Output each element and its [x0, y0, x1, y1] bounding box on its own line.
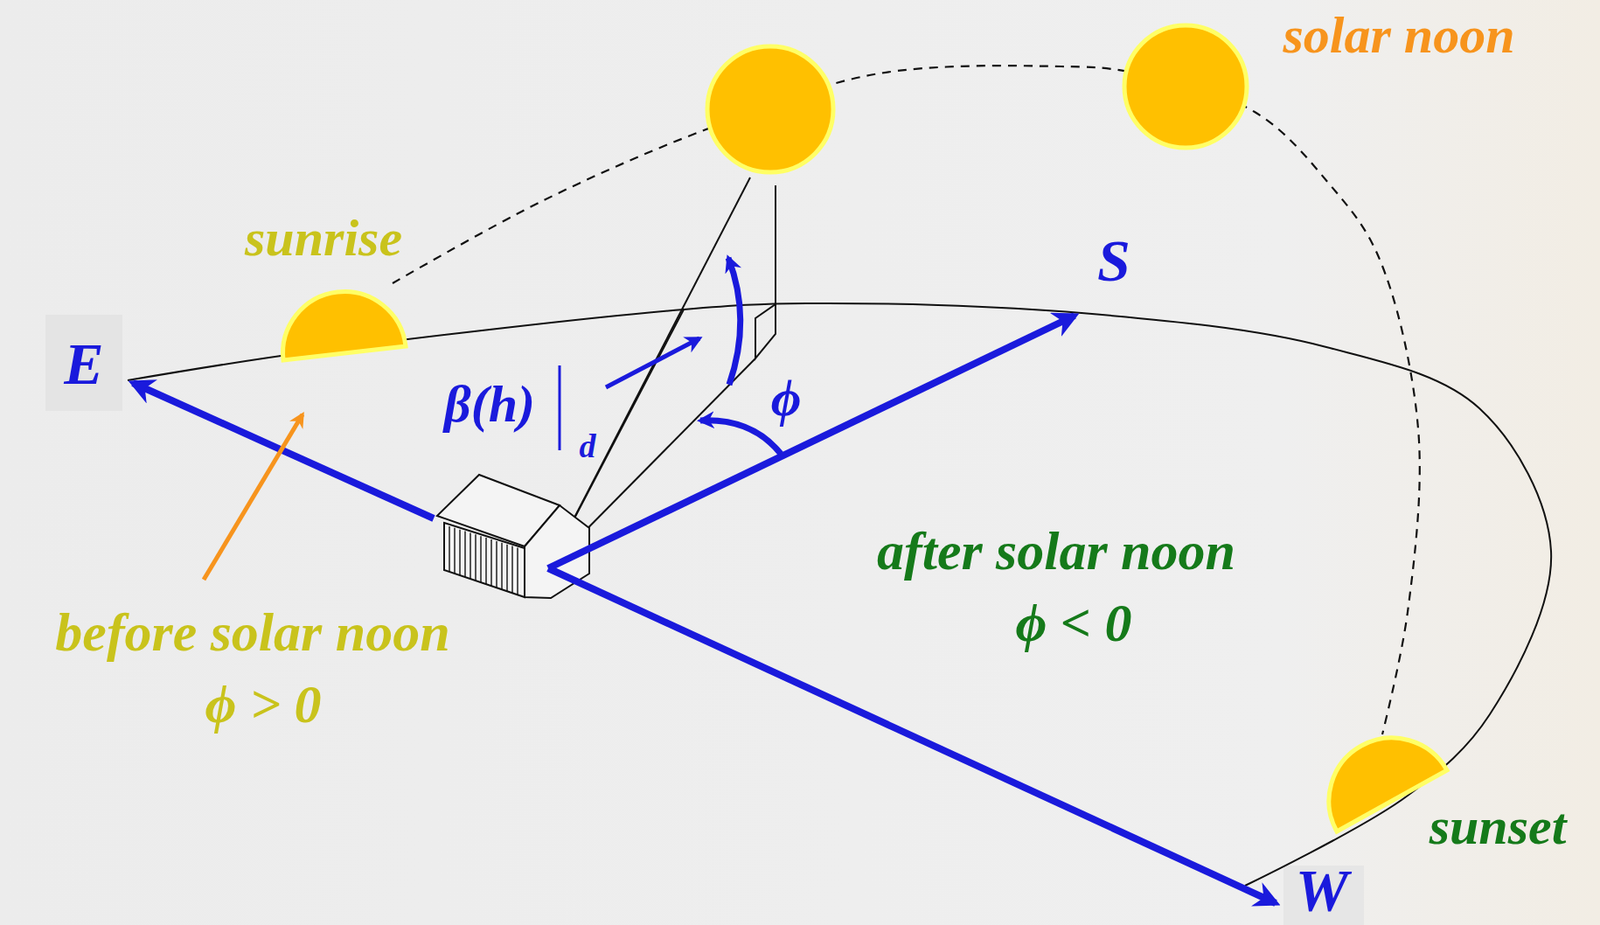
altitude-angle-arrow: [728, 257, 741, 385]
subscript-label: d: [579, 429, 597, 463]
sun-ray-line: [548, 177, 751, 569]
sun: [707, 46, 834, 173]
condition-label: ϕ > 0: [204, 676, 321, 731]
direction-label: W: [1295, 860, 1349, 920]
evaluation-bar: [558, 365, 562, 451]
right-angle-mark: [755, 304, 776, 359]
leader-line: [605, 338, 700, 388]
direction-label: E: [63, 333, 104, 394]
event-label: sunrise: [244, 211, 403, 265]
azimuth-angle-arrow: [700, 420, 781, 454]
condition-label: after solar noon: [876, 523, 1236, 578]
condition-label: ϕ < 0: [1015, 595, 1132, 650]
sun-solar-noon: [1124, 25, 1247, 148]
horizon-curve: [127, 303, 1552, 886]
sun-path: [392, 65, 1420, 735]
direction-label: S: [1097, 230, 1131, 291]
label-patches: [45, 314, 1364, 925]
angle-symbol: β(h): [444, 377, 536, 431]
event-label: sunset: [1429, 800, 1567, 853]
sun-sunrise: [283, 292, 406, 361]
label-patch: [45, 314, 123, 411]
angle-symbol: ϕ: [771, 371, 802, 425]
condition-label: before solar noon: [55, 605, 450, 660]
west-axis-arrow: [548, 568, 1276, 904]
title-label: solar noon: [1282, 8, 1515, 62]
leader-line: [203, 414, 303, 580]
